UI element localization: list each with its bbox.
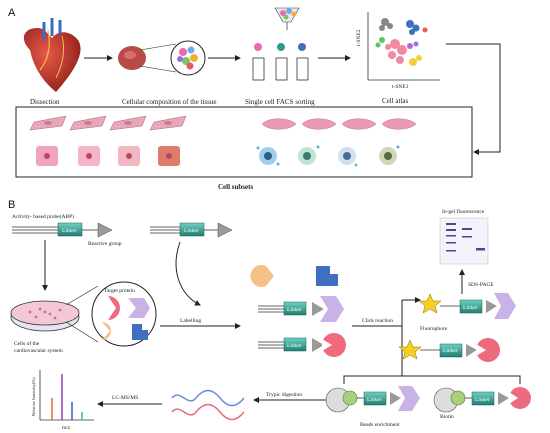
probe-icon [150,222,233,238]
panel-a-letter: A [8,7,16,19]
click-reaction-label: Click reaction [362,318,393,324]
fluorophore-complex [398,338,500,362]
subsets-label: Cell subsets [218,183,253,191]
linker-text: Linker [62,228,77,234]
heart-icon [23,18,81,92]
protein-shapes [250,265,338,287]
labelled-complex [258,333,346,357]
ms-xlabel: m/z [62,425,71,431]
linker-text: Linker [287,343,302,349]
probe-icon [12,222,113,238]
linker-text: Linker [367,397,382,403]
lcms-label: LC-MS/MS [112,395,138,401]
composition-label: Cellular composition of the tissue [122,98,217,106]
reactive-group-label: Reactive group [88,241,122,247]
linker-text: Linker [184,228,199,234]
gel-image [439,217,489,265]
in-gel-label: In-gel fluorescence [442,208,485,215]
facs-label: Single cell FACS sorting [245,98,315,106]
cell-icons [29,115,417,167]
cells-label-2: cardiovascular system [14,348,63,354]
linker-text: Linker [443,348,458,354]
dissection-label: Dissection [30,98,60,106]
labelled-complex [258,296,344,322]
facs-sorter-icon [252,7,309,81]
tsne-x-label: t-SNE1 [392,84,409,90]
arrow [446,43,501,155]
sds-page-label: SDS-PAGE [468,282,494,288]
mass-spectrum [39,370,94,421]
arrow [175,241,201,306]
tsne-y-label: t-SNE2 [356,29,362,46]
peptide-waves [171,389,245,421]
tsne-plot [367,12,440,81]
fluorophore-label: Fluorophore [420,326,448,332]
atlas-label: Cell atlas [382,97,409,105]
fluorophore-complex [418,293,516,319]
beads-bracket [343,375,521,384]
target-protein-shapes [102,296,150,340]
linker-text: Linker [463,305,478,311]
linker-text: Linker [287,307,302,313]
panel-b-letter: B [8,199,15,211]
biotin-label: Biotin [440,414,454,420]
cells-label-1: Cells of the [14,340,40,347]
abp-label: Activity- based probe(ABP) [12,213,74,220]
target-protein-label: Target protein [104,288,135,294]
linker-text: Linker [475,397,490,403]
bead-complex [325,386,420,413]
cell-subsets-box [15,106,473,178]
labelling-label: Labelling [180,318,201,324]
ms-ylabel: Relative Intensity(%) [31,377,36,416]
tryptic-label: Trypic digestion [266,392,302,398]
tissue-icon [118,40,206,76]
bead-complex [433,387,531,413]
beads-label: Beads enrichment [360,422,400,428]
